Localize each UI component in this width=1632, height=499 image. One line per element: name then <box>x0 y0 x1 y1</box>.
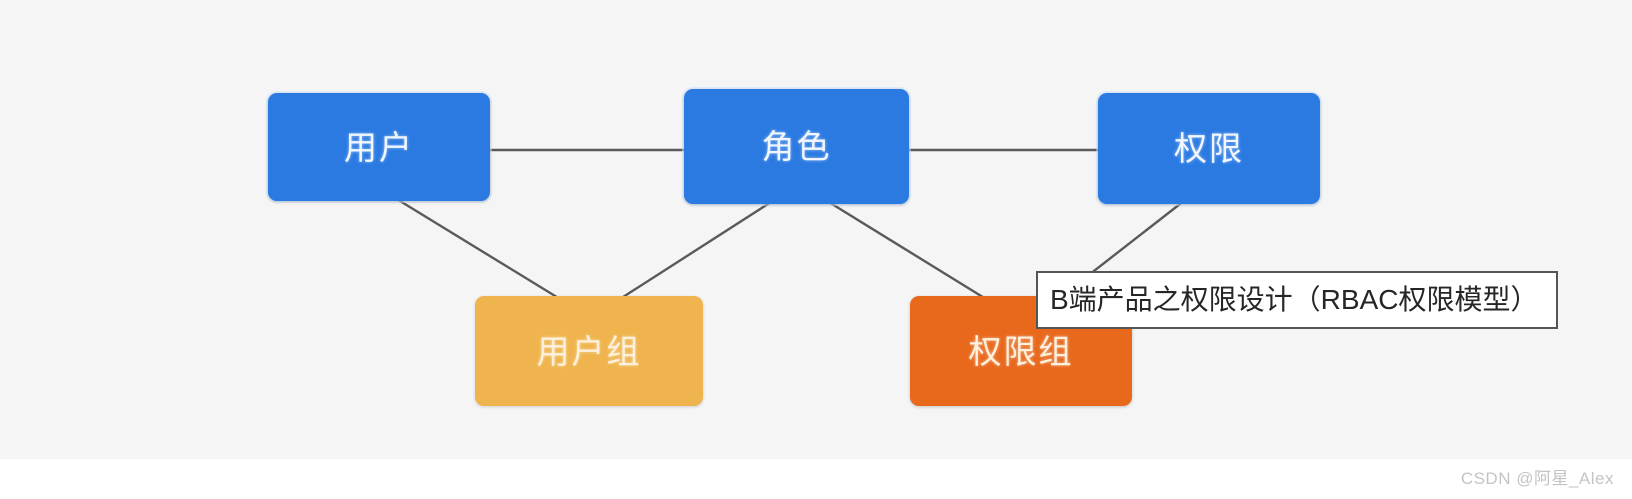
node-permission[interactable]: 权限 <box>1098 93 1320 204</box>
caption-box: B端产品之权限设计（RBAC权限模型） <box>1036 271 1558 329</box>
node-permission-label: 权限 <box>1174 130 1244 167</box>
node-permission-group-label: 权限组 <box>968 332 1074 370</box>
node-user-group-label: 用户组 <box>536 332 642 370</box>
node-role-label: 角色 <box>761 128 832 165</box>
caption-text: B端产品之权限设计（RBAC权限模型） <box>1050 284 1539 315</box>
node-user[interactable]: 用户 <box>268 93 490 201</box>
node-role[interactable]: 角色 <box>684 89 909 204</box>
node-user-label: 用户 <box>344 128 414 166</box>
diagram-canvas <box>0 0 1632 459</box>
node-user-group[interactable]: 用户组 <box>475 296 703 406</box>
watermark: CSDN @阿星_Alex <box>1460 469 1614 488</box>
